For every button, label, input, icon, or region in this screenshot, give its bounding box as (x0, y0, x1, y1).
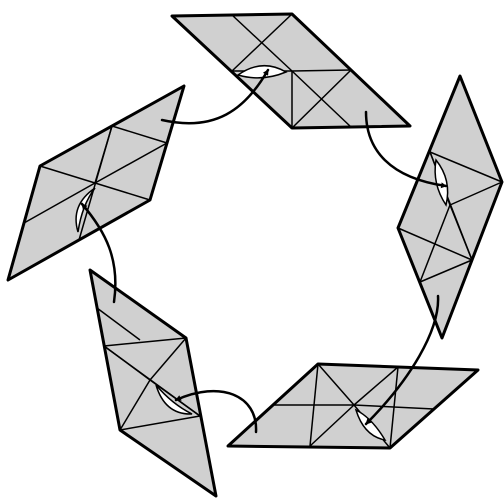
origami-unit-right (398, 76, 502, 338)
origami-unit-bottom-left (90, 270, 216, 496)
origami-unit-bottom (228, 364, 478, 448)
origami-unit-left (8, 86, 184, 280)
origami-unit-top (172, 14, 410, 128)
